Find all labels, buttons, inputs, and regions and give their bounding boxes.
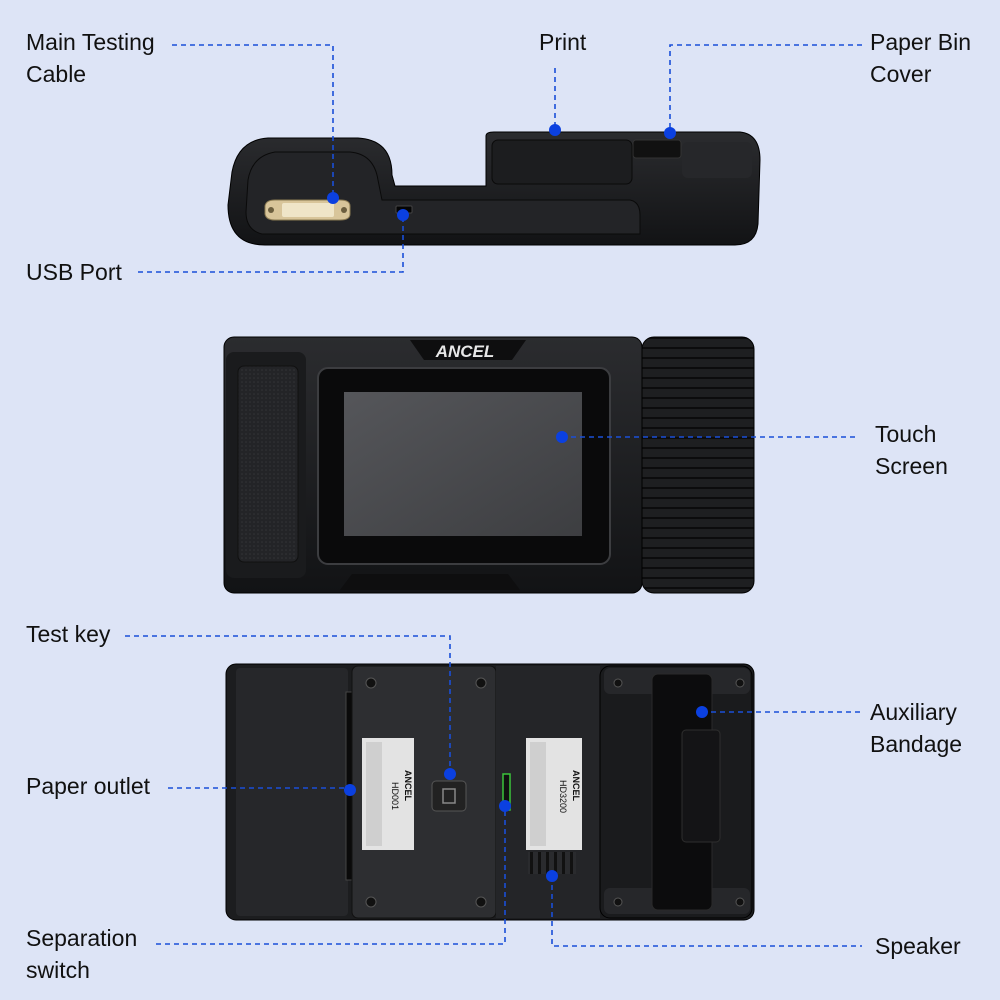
label-test-key: Test key bbox=[26, 621, 111, 647]
front-view-knurled-grip bbox=[237, 365, 299, 563]
panel-screw bbox=[365, 896, 377, 908]
grip-screw bbox=[613, 678, 623, 688]
label-main-testing-cable: Main Testing Cable bbox=[26, 29, 155, 87]
front-view-bottom-notch bbox=[340, 574, 520, 590]
label-auxiliary-bandage: Auxiliary Bandage bbox=[870, 699, 963, 757]
sticker-right-brand: ANCEL bbox=[571, 770, 581, 802]
grip-screw bbox=[613, 897, 623, 907]
label-paper-bin-cover: Paper Bin Cover bbox=[870, 29, 972, 87]
grip-screw bbox=[735, 678, 745, 688]
label-touch-screen: Touch Screen bbox=[875, 421, 948, 479]
leader-usb bbox=[138, 215, 404, 273]
device-front-view: ANCEL bbox=[223, 336, 755, 594]
leader-test-key bbox=[125, 635, 451, 774]
marker-separation bbox=[499, 800, 511, 812]
marker-paper-outlet bbox=[344, 784, 356, 796]
test-key-button[interactable] bbox=[431, 780, 467, 812]
label-usb-port: USB Port bbox=[26, 259, 122, 285]
sticker-left-brand: ANCEL bbox=[403, 770, 413, 802]
marker-print bbox=[549, 124, 561, 136]
leader-paper-bin bbox=[669, 44, 862, 133]
marker-paper-bin bbox=[664, 127, 676, 139]
label-paper-outlet: Paper outlet bbox=[26, 773, 151, 799]
back-view-left-panel bbox=[236, 668, 348, 916]
touch-screen bbox=[344, 392, 582, 536]
panel-screw bbox=[475, 677, 487, 689]
label-print: Print bbox=[539, 29, 587, 55]
marker-usb bbox=[397, 209, 409, 221]
marker-touch-screen bbox=[556, 431, 568, 443]
leader-lines bbox=[125, 44, 862, 947]
leader-main-cable bbox=[172, 44, 334, 198]
grip-screw bbox=[735, 897, 745, 907]
marker-test-key bbox=[444, 768, 456, 780]
front-view-printer-roll bbox=[641, 336, 755, 594]
test-key-icon bbox=[442, 788, 456, 804]
front-view-brand-logo: ANCEL bbox=[435, 342, 495, 361]
obd-connector bbox=[264, 199, 351, 221]
marker-main-cable bbox=[327, 192, 339, 204]
paper-bin-cover-latch bbox=[632, 139, 682, 159]
marker-dots bbox=[327, 124, 708, 882]
top-view-lip bbox=[682, 142, 752, 178]
device-top-view bbox=[227, 131, 761, 246]
label-separation-switch: Separation switch bbox=[26, 925, 138, 983]
top-view-printer-lid bbox=[491, 139, 633, 185]
sticker-left: ANCEL HD001 bbox=[362, 738, 414, 850]
sticker-left-model: HD001 bbox=[390, 782, 400, 810]
auxiliary-bandage-loop bbox=[681, 729, 721, 843]
leader-separation bbox=[156, 806, 506, 945]
panel-screw bbox=[365, 677, 377, 689]
device-back-view: ANCEL HD001 ANCEL HD3200 bbox=[225, 663, 755, 921]
label-speaker: Speaker bbox=[875, 933, 961, 959]
speaker-grille bbox=[528, 852, 576, 874]
sticker-right-model: HD3200 bbox=[558, 780, 568, 813]
front-view-top-notch bbox=[410, 340, 526, 360]
sticker-right: ANCEL HD3200 bbox=[526, 738, 582, 850]
panel-screw bbox=[475, 896, 487, 908]
marker-aux-bandage bbox=[696, 706, 708, 718]
marker-speaker bbox=[546, 870, 558, 882]
